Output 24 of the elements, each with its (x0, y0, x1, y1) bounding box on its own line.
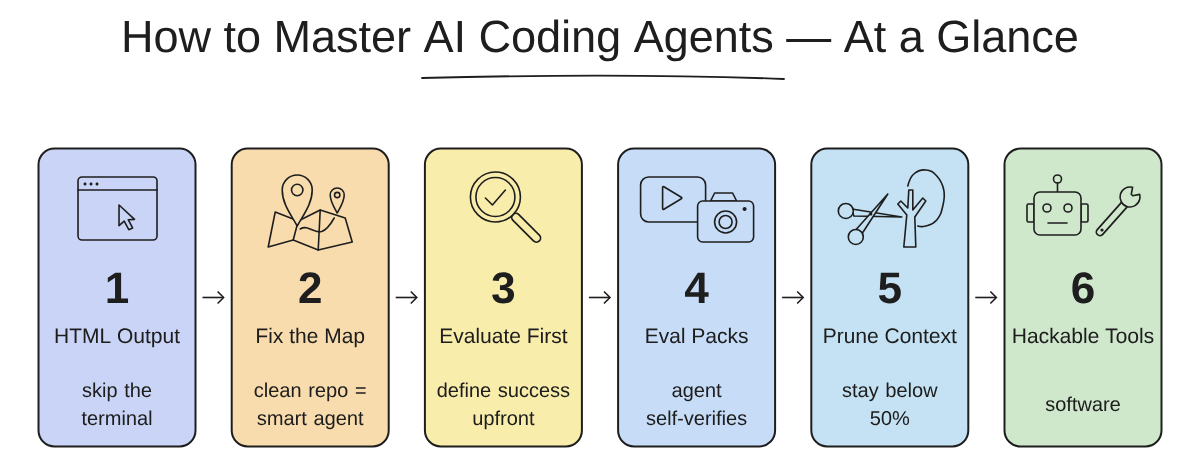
step-title: Fix the Map (257, 327, 365, 348)
step-number: 1 (107, 272, 128, 303)
step-description: agent self-verifies (646, 384, 747, 426)
step-title: Hackable Tools (1013, 327, 1154, 344)
arrow (201, 290, 225, 305)
arrow (394, 290, 418, 305)
step-title: HTML Output (55, 328, 180, 348)
step-number: 2 (299, 272, 321, 303)
step-number: 4 (685, 272, 709, 303)
title: How to Master AI Coding Agents — At a Glance (124, 19, 1077, 62)
step-description: software (1045, 396, 1120, 412)
step-title: Evaluate First (440, 327, 568, 344)
step-description: define success upfront (437, 382, 570, 430)
arrow (781, 290, 805, 305)
arrow (588, 290, 612, 305)
step-number: 6 (1072, 272, 1094, 304)
step-title: Eval Packs (646, 327, 748, 344)
step-number: 3 (492, 272, 515, 304)
step-description: clean repo = smart agent (254, 382, 366, 430)
step-description: stay below 50% (842, 382, 938, 426)
step-number: 5 (878, 272, 901, 304)
arrow (974, 290, 998, 305)
step-title: Prune Context (824, 328, 957, 344)
step-description: skip the terminal (81, 382, 152, 426)
